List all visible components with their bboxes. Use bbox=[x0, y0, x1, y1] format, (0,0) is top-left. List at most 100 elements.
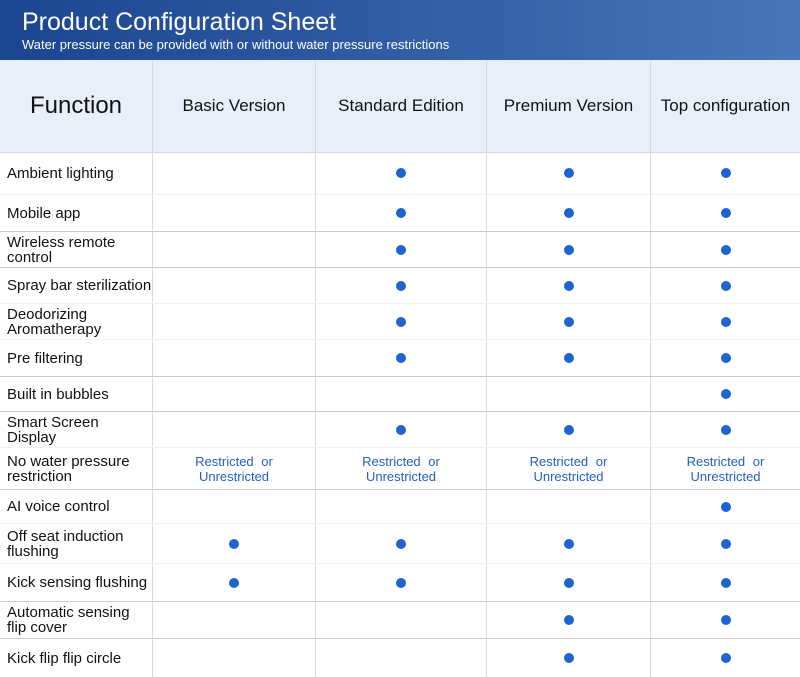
table-row: Deodorizing Aromatherapy bbox=[0, 303, 800, 339]
feature-cell bbox=[650, 340, 800, 376]
included-dot-icon bbox=[720, 424, 731, 435]
included-dot-icon bbox=[396, 244, 406, 255]
feature-cell bbox=[152, 412, 315, 447]
feature-cell bbox=[486, 377, 650, 411]
title-banner: Product Configuration Sheet Water pressu… bbox=[0, 0, 800, 60]
feature-cell bbox=[650, 304, 800, 339]
feature-cell bbox=[315, 602, 486, 638]
function-label: Built in bubbles bbox=[7, 385, 109, 403]
table-row: Wireless remote control bbox=[0, 231, 800, 267]
function-label: No water pressure restriction bbox=[7, 452, 130, 485]
feature-cell bbox=[650, 268, 800, 303]
included-dot-icon bbox=[396, 316, 406, 327]
table-row: AI voice control bbox=[0, 489, 800, 523]
function-label: Smart Screen Display bbox=[7, 413, 99, 446]
feature-cell bbox=[650, 232, 800, 267]
page-subtitle: Water pressure can be provided with or w… bbox=[22, 37, 450, 52]
table-row: Automatic sensing flip cover bbox=[0, 601, 800, 638]
table-row: Built in bubbles bbox=[0, 376, 800, 411]
function-label: Ambient lighting bbox=[7, 164, 114, 182]
included-dot-icon bbox=[396, 424, 406, 435]
function-label: Pre filtering bbox=[7, 349, 83, 367]
feature-cell bbox=[650, 639, 800, 677]
feature-cell bbox=[650, 490, 800, 523]
included-dot-icon bbox=[396, 168, 406, 178]
included-dot-icon bbox=[563, 244, 574, 255]
function-label: Kick flip flip circle bbox=[7, 649, 122, 667]
feature-cell bbox=[486, 268, 650, 303]
feature-cell bbox=[650, 602, 800, 638]
table-row: Mobile app bbox=[0, 194, 800, 231]
feature-cell bbox=[650, 412, 800, 447]
feature-cell bbox=[315, 268, 486, 303]
included-dot-icon bbox=[720, 208, 731, 218]
feature-cell bbox=[486, 490, 650, 523]
feature-cell bbox=[152, 304, 315, 339]
function-label: Mobile app bbox=[7, 204, 81, 222]
feature-cell bbox=[315, 340, 486, 376]
feature-cell bbox=[486, 524, 650, 563]
feature-cell bbox=[486, 304, 650, 339]
feature-cell bbox=[650, 524, 800, 563]
function-label: Kick sensing flushing bbox=[7, 574, 148, 591]
feature-cell bbox=[152, 602, 315, 638]
feature-cell bbox=[152, 564, 315, 601]
column-header-function: Function bbox=[29, 92, 123, 119]
included-dot-icon bbox=[396, 280, 406, 291]
column-header-premium: Premium Version bbox=[486, 60, 650, 152]
table-row: Pre filtering bbox=[0, 339, 800, 376]
table-row: Spray bar sterilization bbox=[0, 267, 800, 303]
included-dot-icon bbox=[720, 501, 731, 512]
table-row: Off seat induction flushing bbox=[0, 523, 800, 563]
feature-cell bbox=[152, 377, 315, 411]
included-dot-icon bbox=[563, 316, 574, 327]
feature-cell bbox=[486, 602, 650, 638]
column-header-standard: Standard Edition bbox=[315, 60, 486, 152]
feature-cell bbox=[650, 195, 800, 231]
feature-cell bbox=[315, 639, 486, 677]
feature-cell bbox=[152, 639, 315, 677]
included-dot-icon bbox=[720, 577, 731, 588]
included-dot-icon bbox=[563, 538, 574, 549]
feature-cell bbox=[315, 524, 486, 563]
table-row: Kick flip flip circle bbox=[0, 638, 800, 677]
feature-cell bbox=[315, 564, 486, 601]
included-dot-icon bbox=[720, 353, 731, 363]
table-row: Ambient lighting bbox=[0, 152, 800, 194]
feature-cell bbox=[152, 340, 315, 376]
feature-cell bbox=[152, 268, 315, 303]
table-header: Function Basic Version Standard Edition … bbox=[0, 60, 800, 153]
feature-cell bbox=[315, 304, 486, 339]
function-label: Deodorizing Aromatherapy bbox=[7, 305, 102, 338]
included-dot-icon bbox=[563, 280, 574, 291]
feature-cell bbox=[315, 377, 486, 411]
feature-cell bbox=[650, 564, 800, 601]
function-label: Wireless remote control bbox=[7, 233, 116, 266]
feature-cell bbox=[152, 524, 315, 563]
feature-cell bbox=[315, 152, 486, 194]
function-label: Spray bar sterilization bbox=[7, 277, 152, 294]
feature-cell bbox=[486, 340, 650, 376]
included-dot-icon bbox=[720, 168, 731, 178]
feature-cell bbox=[315, 195, 486, 231]
included-dot-icon bbox=[396, 577, 406, 588]
included-dot-icon bbox=[720, 538, 731, 549]
feature-cell bbox=[486, 412, 650, 447]
included-dot-icon bbox=[720, 316, 731, 327]
feature-cell bbox=[650, 152, 800, 194]
table-row: Smart Screen Display bbox=[0, 411, 800, 447]
included-dot-icon bbox=[563, 615, 574, 625]
feature-cell bbox=[315, 412, 486, 447]
column-header-basic: Basic Version bbox=[152, 60, 315, 152]
included-dot-icon bbox=[563, 353, 574, 363]
included-dot-icon bbox=[720, 244, 731, 255]
feature-cell bbox=[486, 195, 650, 231]
included-dot-icon bbox=[720, 615, 731, 625]
included-dot-icon bbox=[396, 208, 406, 218]
